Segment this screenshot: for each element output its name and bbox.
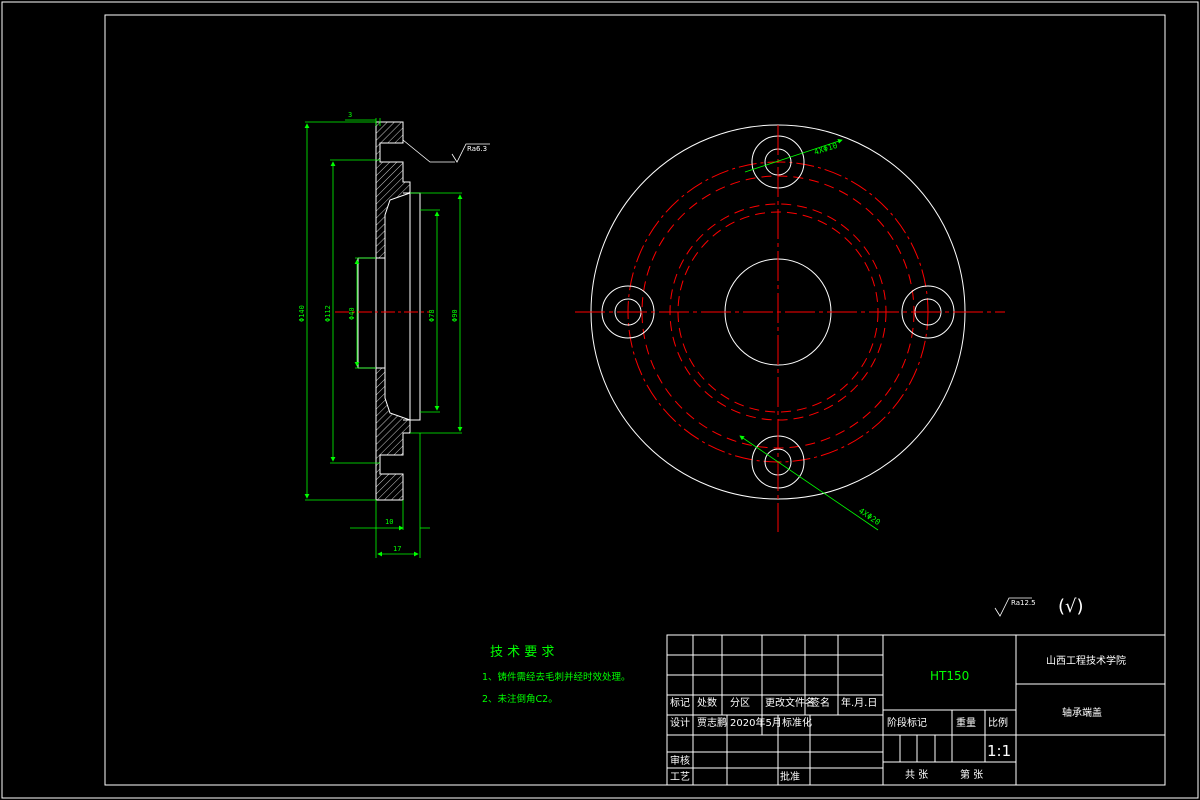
front-view: 4XΦ10 4XΦ20 bbox=[575, 124, 1005, 532]
tech-req-item-2: 2、未注倒角C2。 bbox=[482, 693, 558, 705]
tb-stage-mark: 阶段标记 bbox=[887, 716, 927, 729]
dim-d140: Φ140 bbox=[298, 305, 306, 322]
finish-symbol-label: Ra12.5 bbox=[1011, 599, 1036, 607]
dim-w17: 17 bbox=[393, 545, 401, 553]
title-block bbox=[666, 634, 1166, 786]
roughness-leader bbox=[402, 139, 455, 163]
tech-req-item-1: 1、铸件需经去毛刺并经时效处理。 bbox=[482, 671, 631, 683]
roughness-label: Ra6.3 bbox=[467, 145, 487, 153]
dim-d112: Φ112 bbox=[324, 305, 332, 322]
tb-review: 审核 bbox=[670, 754, 690, 767]
tb-approve: 批准 bbox=[780, 770, 800, 783]
tb-sheet-number: 第 张 bbox=[960, 768, 983, 781]
tb-scale-value: 1:1 bbox=[987, 742, 1011, 760]
section-hatch-top bbox=[375, 121, 411, 259]
tb-header-count: 处数 bbox=[697, 696, 717, 709]
inner-frame bbox=[104, 14, 1166, 786]
tech-req-title: 技 术 要 求 bbox=[490, 645, 554, 660]
finish-symbol bbox=[994, 597, 1032, 617]
tb-school: 山西工程技术学院 bbox=[1046, 654, 1126, 667]
leader-large-holes bbox=[739, 435, 879, 531]
tb-weight: 重量 bbox=[956, 716, 976, 729]
section-view: Φ140 Φ112 Φ40 Φ78 Φ90 3 10 17 Ra6.3 bbox=[298, 111, 490, 558]
section-recess bbox=[403, 192, 421, 421]
tb-header-zone: 分区 bbox=[730, 697, 750, 709]
dim-d40: Φ40 bbox=[348, 307, 356, 320]
tb-design-label: 设计 bbox=[670, 716, 690, 729]
title-block-text: 标记 处数 分区 更改文件名 签名 年.月.日 设计 贾志鹏 2020年5月 标… bbox=[670, 654, 1126, 783]
tb-material: HT150 bbox=[930, 669, 969, 683]
tb-designer: 贾志鹏 bbox=[697, 716, 727, 729]
tb-header-sign: 签名 bbox=[810, 696, 830, 709]
callout-small-holes: 4XΦ10 bbox=[813, 141, 839, 157]
leader-small-holes bbox=[744, 138, 843, 173]
tb-part-name: 轴承端盖 bbox=[1062, 706, 1102, 719]
tb-standardization: 标准化 bbox=[782, 716, 812, 729]
finish-general: (√) bbox=[1058, 596, 1084, 617]
dim-d78: Φ78 bbox=[428, 309, 436, 322]
tb-design-date: 2020年5月 bbox=[730, 716, 782, 729]
tb-scale-label: 比例 bbox=[988, 716, 1008, 729]
tb-header-mark: 标记 bbox=[670, 697, 690, 709]
tb-sheets-total: 共 张 bbox=[905, 769, 928, 781]
dim-w3: 3 bbox=[348, 111, 352, 119]
tb-header-docno: 更改文件名 bbox=[765, 696, 815, 709]
tb-header-date: 年.月.日 bbox=[841, 696, 877, 709]
dim-w10: 10 bbox=[385, 518, 393, 526]
section-hatch-bottom bbox=[375, 367, 411, 501]
dim-d90: Φ90 bbox=[451, 309, 459, 322]
roughness-symbol bbox=[451, 143, 490, 163]
tb-process: 工艺 bbox=[670, 771, 690, 783]
